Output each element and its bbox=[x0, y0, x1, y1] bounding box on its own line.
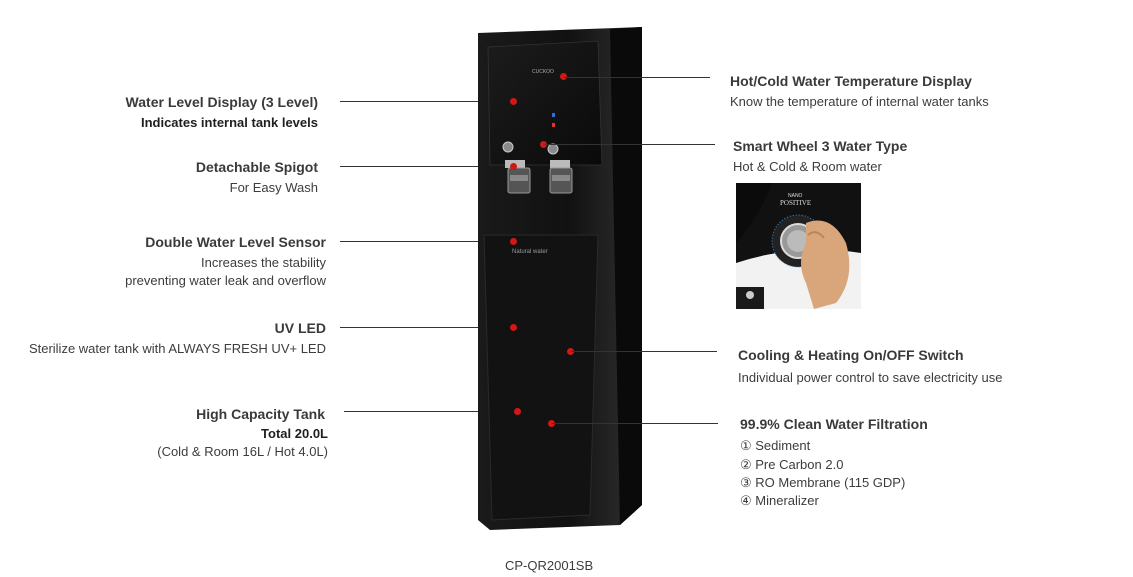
callout-line bbox=[552, 423, 718, 424]
callout-dot bbox=[540, 141, 547, 148]
callout-line bbox=[340, 101, 513, 102]
feature-title-smart-wheel: Smart Wheel 3 Water Type bbox=[733, 138, 908, 154]
callout-dot bbox=[514, 408, 521, 415]
feature-desc-temp-display: Know the temperature of internal water t… bbox=[730, 94, 989, 109]
feature-desc-uv-led: Sterilize water tank with ALWAYS FRESH U… bbox=[28, 341, 326, 356]
callout-line bbox=[545, 144, 715, 145]
feature-desc-tank-1: Total 20.0L bbox=[261, 426, 328, 441]
callout-line bbox=[340, 241, 513, 242]
feature-title-spigot: Detachable Spigot bbox=[195, 159, 318, 175]
callout-line bbox=[340, 327, 513, 328]
filter-item: ④ Mineralizer bbox=[740, 493, 819, 508]
callout-dot bbox=[510, 98, 517, 105]
model-number: CP-QR2001SB bbox=[505, 558, 594, 573]
device-label: Natural water bbox=[512, 249, 548, 255]
feature-title-filtration: 99.9% Clean Water Filtration bbox=[740, 416, 928, 432]
feature-desc-onoff-switch: Individual power control to save electri… bbox=[738, 370, 1003, 385]
feature-title-level-sensor: Double Water Level Sensor bbox=[145, 234, 326, 250]
callout-dot bbox=[510, 324, 517, 331]
feature-desc-smart-wheel: Hot & Cold & Room water bbox=[733, 159, 882, 174]
smart-wheel-photo: NANO POSITIVE bbox=[736, 183, 861, 309]
brand-logo: CUCKOO bbox=[532, 69, 554, 75]
filter-item: ① Sediment bbox=[740, 438, 811, 453]
feature-title-temp-display: Hot/Cold Water Temperature Display bbox=[730, 73, 972, 89]
water-purifier-image: CUCKOO Natural water bbox=[470, 25, 650, 535]
callout-line bbox=[571, 351, 717, 352]
filter-item: ② Pre Carbon 2.0 bbox=[740, 457, 844, 472]
feature-title-water-level: Water Level Display (3 Level) bbox=[125, 94, 318, 110]
feature-title-onoff-switch: Cooling & Heating On/OFF Switch bbox=[738, 347, 964, 363]
feature-desc-level-sensor-1: Increases the stability bbox=[200, 255, 326, 270]
callout-dot bbox=[567, 348, 574, 355]
callout-dot bbox=[548, 420, 555, 427]
feature-title-tank: High Capacity Tank bbox=[196, 406, 325, 422]
callout-dot bbox=[510, 238, 517, 245]
feature-desc-water-level: Indicates internal tank levels bbox=[140, 115, 318, 130]
callout-dot bbox=[560, 73, 567, 80]
callout-line bbox=[340, 166, 513, 167]
filter-item: ③ RO Membrane (115 GDP) bbox=[740, 475, 906, 490]
feature-desc-level-sensor-2: preventing water leak and overflow bbox=[125, 273, 326, 288]
callout-line bbox=[564, 77, 710, 78]
inset-brand-1: NANO bbox=[788, 193, 803, 199]
feature-title-uv-led: UV LED bbox=[274, 320, 326, 336]
callout-line bbox=[344, 411, 517, 412]
callout-dot bbox=[510, 163, 517, 170]
inset-brand-2: POSITIVE bbox=[780, 199, 811, 207]
feature-desc-tank-2: (Cold & Room 16L / Hot 4.0L) bbox=[157, 444, 328, 459]
feature-desc-spigot: For Easy Wash bbox=[229, 180, 318, 195]
